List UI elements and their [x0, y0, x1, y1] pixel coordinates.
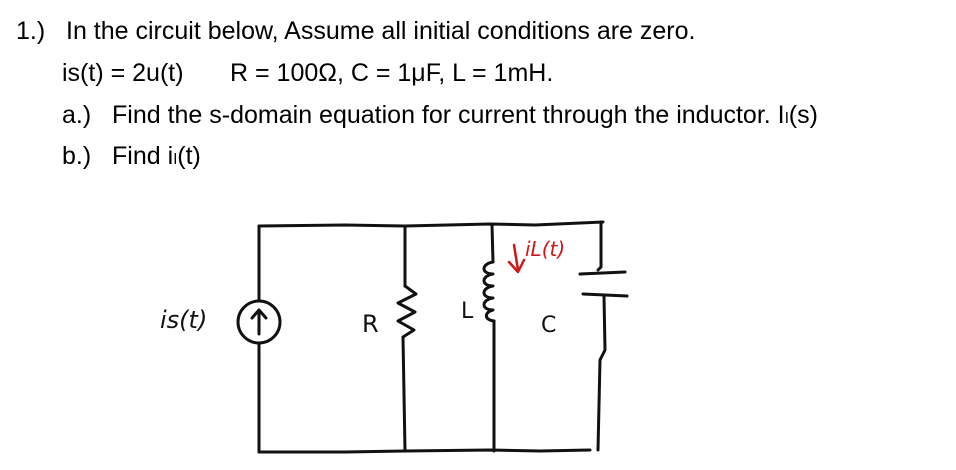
part-a-question: Find the s-domain equation for current t…: [112, 101, 818, 129]
part-a-label: a.): [62, 101, 92, 129]
top-wire: [257, 220, 605, 228]
problem-statement: 1.) In the circuit below, Assume all ini…: [0, 0, 956, 200]
capacitor-plate-top: [578, 270, 627, 276]
part-b-label: b.): [62, 142, 92, 170]
inductor-current-arrow-icon: [507, 243, 526, 274]
resistor-zigzag: [396, 284, 418, 339]
capacitor-branch-top: [596, 220, 603, 272]
capacitor-branch-bottom: [596, 294, 607, 452]
source-label: is(t): [160, 306, 207, 334]
bottom-wire: [257, 448, 592, 454]
resistor-branch-bottom: [401, 335, 407, 453]
capacitor-plate-bottom: [581, 292, 629, 298]
problem-header: In the circuit below, Assume all initial…: [66, 17, 696, 45]
part-b-question: Find iₗ(t): [112, 142, 201, 170]
inductor-label: L: [461, 299, 474, 324]
inductor-branch-top: [490, 223, 495, 264]
inductor-current-label: iL(t): [525, 237, 565, 261]
resistor-label: R: [362, 310, 379, 338]
problem-number: 1.): [16, 17, 46, 45]
source-arrow-icon: [250, 308, 268, 336]
component-values: R = 100Ω, C = 1μF, L = 1mH.: [230, 59, 554, 87]
source-definition: is(t) = 2u(t): [62, 59, 184, 87]
capacitor-label: C: [541, 313, 556, 338]
inductor-coil: [482, 260, 496, 323]
current-source-circle: [236, 299, 282, 345]
